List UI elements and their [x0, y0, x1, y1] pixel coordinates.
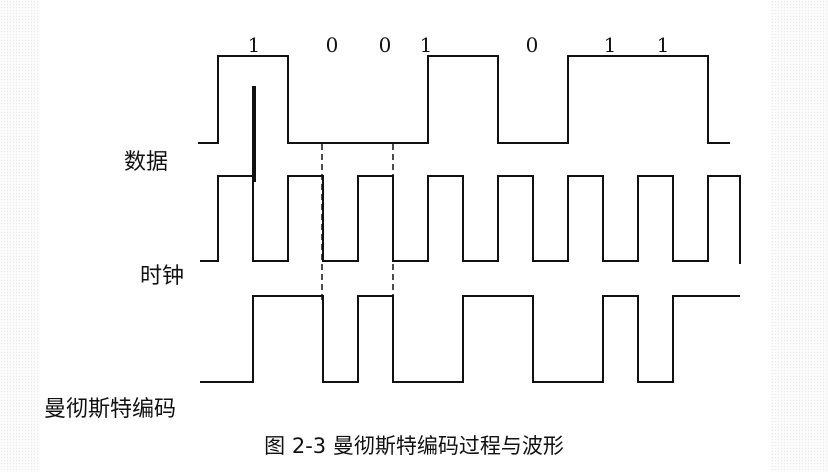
bit-label: 0: [526, 33, 539, 57]
manchester-row-label: 曼彻斯特编码: [44, 397, 177, 422]
bit-label: 0: [379, 33, 392, 57]
figure-caption: 图 2-3 曼彻斯特编码过程与波形: [264, 434, 564, 458]
bit-label: 0: [326, 33, 339, 57]
clock-waveform: [200, 175, 741, 264]
data-row-label: 数据: [124, 150, 169, 175]
bit-label: 1: [420, 33, 433, 57]
clock-row-label: 时钟: [140, 264, 185, 289]
bit-label: 1: [248, 33, 261, 57]
manchester-waveform: [200, 295, 740, 383]
bit-label: 1: [604, 33, 617, 57]
figure-paper: [40, 0, 770, 472]
bit-labels: 1 0 0 1 0 1 1: [248, 33, 670, 57]
bit-label: 1: [657, 33, 670, 57]
data-waveform: [198, 55, 730, 144]
